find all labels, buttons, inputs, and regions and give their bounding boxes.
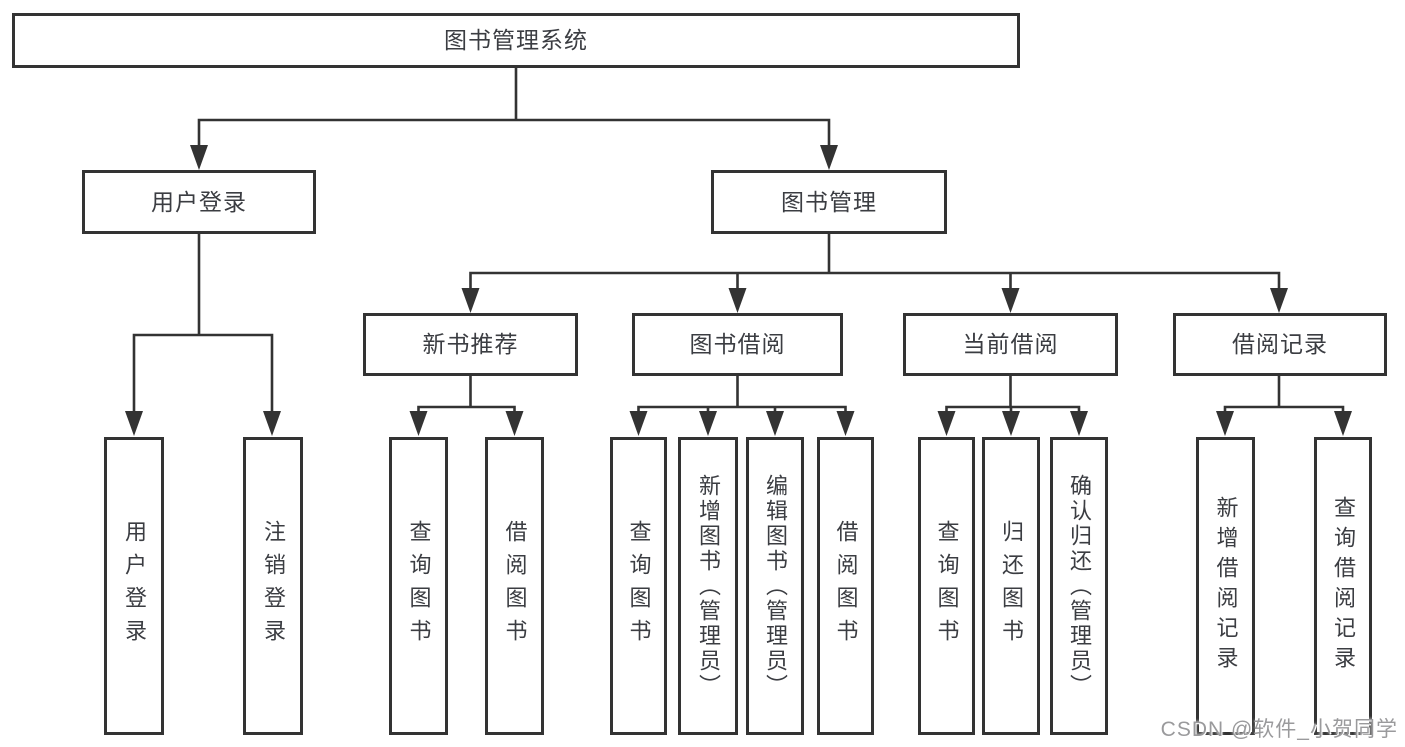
leaf-add-book-admin: 新增图书（管理员）	[678, 437, 738, 735]
leaf-label: 新增图书（管理员）	[696, 473, 721, 699]
node-book-borrowing: 图书借阅	[632, 313, 843, 376]
node-library-system: 图书管理系统	[12, 13, 1020, 68]
leaf-borrow-books-under-recommend: 借阅图书	[485, 437, 544, 735]
leaf-return-book: 归还图书	[982, 437, 1040, 735]
leaf-label: 新增借阅记录	[1213, 496, 1239, 676]
leaf-borrow-books-under-borrowing: 借阅图书	[817, 437, 874, 735]
leaf-label: 借阅图书	[833, 520, 859, 652]
leaf-label: 查询图书	[626, 520, 652, 652]
csdn-watermark: CSDN @软件_小贺同学	[1160, 718, 1398, 741]
tree-edges	[132, 66, 1345, 414]
arrowheads	[125, 145, 1352, 436]
leaf-user-login: 用户登录	[104, 437, 164, 735]
leaf-label: 编辑图书（管理员）	[763, 473, 788, 699]
node-borrowing-records: 借阅记录	[1173, 313, 1387, 376]
node-new-book-recommend: 新书推荐	[363, 313, 578, 376]
leaf-label: 归还图书	[999, 520, 1024, 652]
leaf-query-books-under-current: 查询图书	[918, 437, 975, 735]
node-label: 图书借阅	[689, 331, 786, 357]
node-label: 用户登录	[151, 188, 247, 215]
node-user-login-group: 用户登录	[82, 170, 316, 234]
leaf-label: 查询图书	[934, 520, 960, 652]
leaf-logout: 注销登录	[243, 437, 303, 735]
node-current-borrowing: 当前借阅	[903, 313, 1118, 376]
node-book-management: 图书管理	[711, 170, 947, 234]
leaf-query-books-under-recommend: 查询图书	[389, 437, 448, 735]
leaf-label: 查询图书	[406, 520, 432, 652]
node-label: 新书推荐	[422, 331, 519, 357]
leaf-label: 查询借阅记录	[1331, 496, 1356, 676]
node-label: 图书管理	[781, 188, 877, 215]
node-label: 借阅记录	[1232, 331, 1328, 357]
leaf-confirm-return-admin: 确认归还（管理员）	[1050, 437, 1108, 735]
leaf-add-borrow-record: 新增借阅记录	[1196, 437, 1255, 735]
leaf-label: 确认归还（管理员）	[1067, 473, 1092, 699]
leaf-query-borrow-record: 查询借阅记录	[1314, 437, 1372, 735]
leaf-query-books-under-borrowing: 查询图书	[610, 437, 667, 735]
leaf-label: 注销登录	[261, 520, 286, 652]
node-label: 当前借阅	[962, 331, 1059, 357]
leaf-edit-book-admin: 编辑图书（管理员）	[746, 437, 804, 735]
leaf-label: 用户登录	[122, 520, 147, 652]
node-label: 图书管理系统	[444, 27, 588, 53]
leaf-label: 借阅图书	[502, 520, 528, 652]
